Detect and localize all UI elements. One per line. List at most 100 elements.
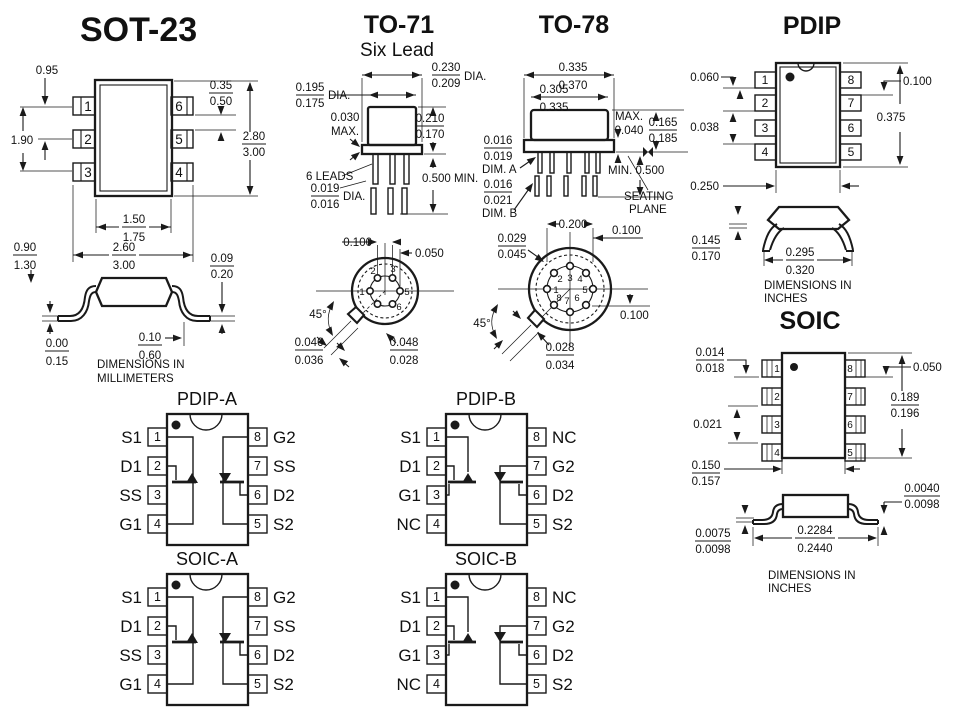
- pin-number: 1: [154, 430, 161, 444]
- dimension-lines: [489, 220, 650, 362]
- sot23-section: SOT-23 1 2 3 6 5 4: [11, 11, 266, 385]
- dim-label: 0.0040: [904, 483, 939, 495]
- dim-label: 0.100: [620, 310, 649, 322]
- dim-label: 0.050: [415, 248, 444, 260]
- soic-top-view: 1 2 3 4 8 7 6 5 0.014 0.018 0.021 0.150 …: [692, 347, 942, 488]
- dim-label: 6 LEADS: [306, 171, 354, 183]
- dim-label: 0.90: [14, 242, 36, 254]
- pin-number: 7: [533, 619, 540, 633]
- to78-section: TO-78 0.335: [473, 11, 688, 372]
- soic-title: SOIC: [779, 307, 840, 335]
- dim-label: 1.30: [14, 260, 36, 272]
- pin-label: G2: [273, 588, 296, 607]
- dim-label: 0.95: [36, 65, 58, 77]
- sot23-top-view: 1 2 3 6 5 4: [11, 65, 266, 283]
- pin-number: 7: [533, 459, 540, 473]
- pin-number: 5: [847, 448, 853, 459]
- dim-label: 0.028: [546, 342, 575, 354]
- dim-label: 0.036: [295, 355, 324, 367]
- dim-label: 0.040: [615, 125, 644, 137]
- jfet-arrow: [219, 473, 231, 483]
- dim-label: 3.00: [113, 260, 135, 272]
- pin-label: SS: [119, 646, 142, 665]
- dim-label: 0.2440: [797, 543, 832, 555]
- pin-number: 6: [533, 488, 540, 502]
- dim-label: 0.370: [559, 80, 588, 92]
- pin-number: 1: [84, 99, 92, 114]
- pin-label: NC: [396, 515, 421, 534]
- dim-label: 0.100: [903, 76, 932, 88]
- dimension-lines: [724, 352, 912, 474]
- dim-label: 0.100: [343, 237, 372, 249]
- pin-label: D1: [399, 617, 421, 636]
- dim-label: 0.60: [139, 350, 161, 362]
- pin-number: 3: [433, 648, 440, 662]
- dim-label: 0.060: [690, 72, 719, 84]
- dim-label: 2.60: [113, 242, 135, 254]
- pin-number: 4: [762, 145, 769, 159]
- pin-number: 5: [254, 677, 261, 691]
- jfet-arrow: [494, 472, 506, 482]
- pin-label: S2: [273, 515, 294, 534]
- units-note: MILLIMETERS: [97, 373, 174, 385]
- dim-label: 0.185: [649, 133, 678, 145]
- dimension-lines: [42, 282, 235, 346]
- pinout-pdip-b: PDIP-B 1 2 3 4 8 7 6 5 S1 D1 G1 NC NC G2…: [396, 389, 577, 547]
- pin-number: 8: [847, 364, 853, 375]
- pin-number: 2: [557, 274, 562, 285]
- dim-label: SEATING: [624, 191, 674, 203]
- pin-label: SS: [273, 457, 296, 476]
- pinout-title: PDIP-B: [456, 389, 516, 409]
- units-note: DIMENSIONS IN: [97, 359, 185, 371]
- dim-label: 0.034: [546, 360, 575, 372]
- dim-label: 45°: [473, 318, 490, 330]
- jfet-arrow: [494, 632, 506, 642]
- pin-label: S1: [121, 588, 142, 607]
- dim-label: 0.045: [498, 249, 527, 261]
- pdip-top-view: 1 2 3 4 8 7 6 5 0.060 0.038 0.250 0.100 …: [690, 61, 932, 193]
- pin-label: D1: [120, 617, 142, 636]
- dim-label: DIA.: [464, 71, 486, 83]
- to71-title: TO-71: [364, 11, 434, 39]
- pin-label: SS: [273, 617, 296, 636]
- pin-number: 8: [533, 590, 540, 604]
- jfet-arrow: [219, 633, 231, 643]
- dim-label: 0.200: [559, 219, 588, 231]
- dimension-lines: [729, 206, 853, 266]
- pin-number: 5: [848, 145, 855, 159]
- pin-number: 8: [254, 590, 261, 604]
- dim-label: 0.016: [311, 199, 340, 211]
- dim-label: PLANE: [629, 204, 667, 216]
- pin-number: 3: [390, 264, 395, 275]
- pin-label: S1: [400, 428, 421, 447]
- pin-number: 2: [370, 266, 375, 277]
- pin-label: D2: [273, 646, 295, 665]
- pin-number: 8: [533, 430, 540, 444]
- to71-subtitle: Six Lead: [360, 40, 434, 61]
- jfet-arrow: [186, 633, 198, 643]
- pin-number: 4: [774, 448, 780, 459]
- dim-label: 0.0075: [695, 528, 730, 540]
- jfet-circuit: [167, 596, 248, 685]
- sot23-side-view: 0.09 0.20 0.00 0.15 0.10 0.60: [42, 253, 235, 368]
- pin-number: 4: [577, 274, 582, 285]
- pin-number: 6: [848, 121, 855, 135]
- dim-label: 0.375: [877, 112, 906, 124]
- pin-number: 2: [154, 619, 161, 633]
- pin-label: G1: [398, 646, 421, 665]
- pin-label: S2: [273, 675, 294, 694]
- pin-number: 5: [582, 285, 587, 296]
- pin-number: 2: [84, 132, 92, 147]
- dim-label: 0.145: [692, 235, 721, 247]
- pin-number: 6: [254, 648, 261, 662]
- to78-title: TO-78: [539, 11, 609, 39]
- pin-label: S2: [552, 675, 573, 694]
- dimension-lines: [721, 62, 908, 193]
- pin-label: S1: [400, 588, 421, 607]
- dimension-lines: [19, 78, 258, 283]
- dim-label: 0.2284: [797, 525, 833, 537]
- dim-label: 0.046: [295, 337, 324, 349]
- pin-number: 7: [847, 392, 853, 403]
